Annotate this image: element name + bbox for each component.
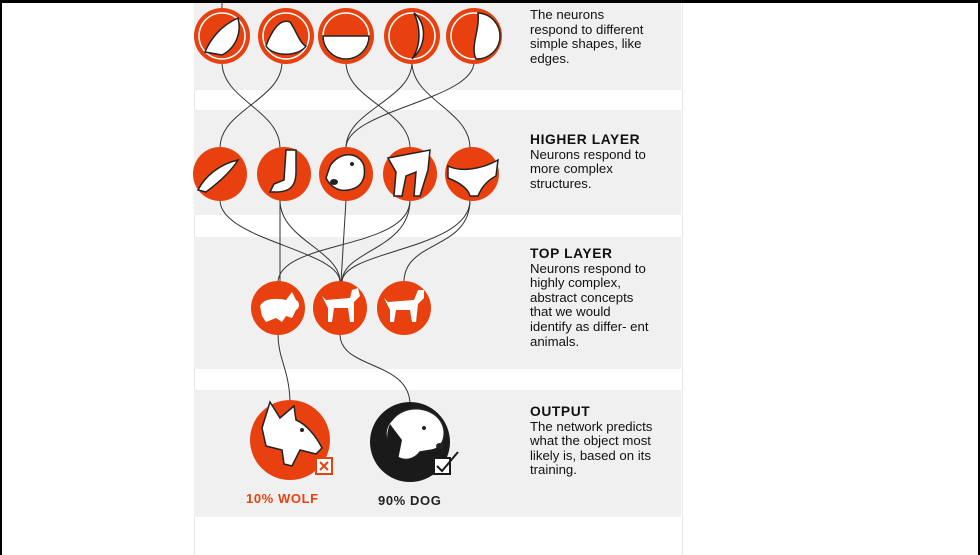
connection-line <box>411 61 471 149</box>
first-layer-description: The neurons respond to different simple … <box>530 7 650 66</box>
leg-shape-icon <box>268 149 297 193</box>
dog-walking-icon <box>384 290 424 322</box>
edge-neuron <box>318 8 374 64</box>
structure-neuron <box>319 147 373 201</box>
top-layer-text: Neurons respond to highly complex, abstr… <box>530 260 649 349</box>
higher-layer-text: Neurons respond to more complex structur… <box>530 146 646 191</box>
dog-prediction <box>370 402 459 482</box>
connection-line <box>277 199 411 283</box>
output-title: OUTPUT <box>530 404 591 419</box>
animal-neurons <box>251 281 431 335</box>
ear-shape-icon <box>196 158 240 193</box>
structure-neuron <box>445 147 499 201</box>
higher-layer-description: HIGHER LAYER Neurons respond to more com… <box>530 132 652 191</box>
legs-shape-icon <box>386 149 431 197</box>
connection-line <box>341 199 471 283</box>
structure-neuron <box>193 147 247 201</box>
edge-neurons <box>194 8 502 64</box>
edge-neuron <box>194 8 250 64</box>
top-layer-description: TOP LAYER Neurons respond to highly comp… <box>530 246 654 349</box>
animal-neuron <box>377 281 431 335</box>
wolf-icon <box>261 400 323 467</box>
connection-line <box>340 199 347 283</box>
body-shape-icon <box>447 158 499 197</box>
structure-neurons <box>193 147 499 201</box>
output-text: The network predicts what the object mos… <box>530 418 653 478</box>
output-description: OUTPUT The network predicts what the obj… <box>530 404 654 478</box>
edge-neuron <box>384 8 440 64</box>
wolf-probability-label: 10% WOLF <box>246 491 319 506</box>
connection-line <box>279 199 341 283</box>
wolf-silhouette-icon <box>260 292 299 322</box>
first-layer-text: The neurons respond to different simple … <box>530 7 644 66</box>
edge-shape-icon <box>411 12 425 60</box>
edge-neuron <box>446 8 502 64</box>
connection-line <box>341 199 411 283</box>
edge-shape-icon <box>473 12 501 60</box>
x-box-icon <box>315 457 333 475</box>
dog-standing-icon <box>322 288 360 322</box>
connection-line <box>403 199 471 283</box>
connection-line <box>345 61 475 149</box>
connection-line <box>345 61 411 149</box>
structure-neuron <box>257 147 311 201</box>
higher-layer-title: HIGHER LAYER <box>530 132 641 147</box>
structure-neuron <box>383 147 437 201</box>
edge-shape-icon <box>203 16 240 56</box>
wolf-prediction <box>250 400 333 480</box>
animal-neuron <box>313 281 367 335</box>
edge-shape-icon <box>265 20 308 55</box>
connections <box>219 0 475 406</box>
connection-line <box>345 61 413 149</box>
edge-shape-icon <box>322 35 370 60</box>
animal-neuron <box>251 281 305 335</box>
top-layer-title: TOP LAYER <box>530 246 613 261</box>
check-box-icon <box>433 451 459 475</box>
connection-line <box>219 61 283 149</box>
dog-probability-label: 90% DOG <box>378 493 442 508</box>
edge-neuron <box>258 8 314 64</box>
connection-line <box>277 333 291 406</box>
connection-line <box>339 333 411 406</box>
